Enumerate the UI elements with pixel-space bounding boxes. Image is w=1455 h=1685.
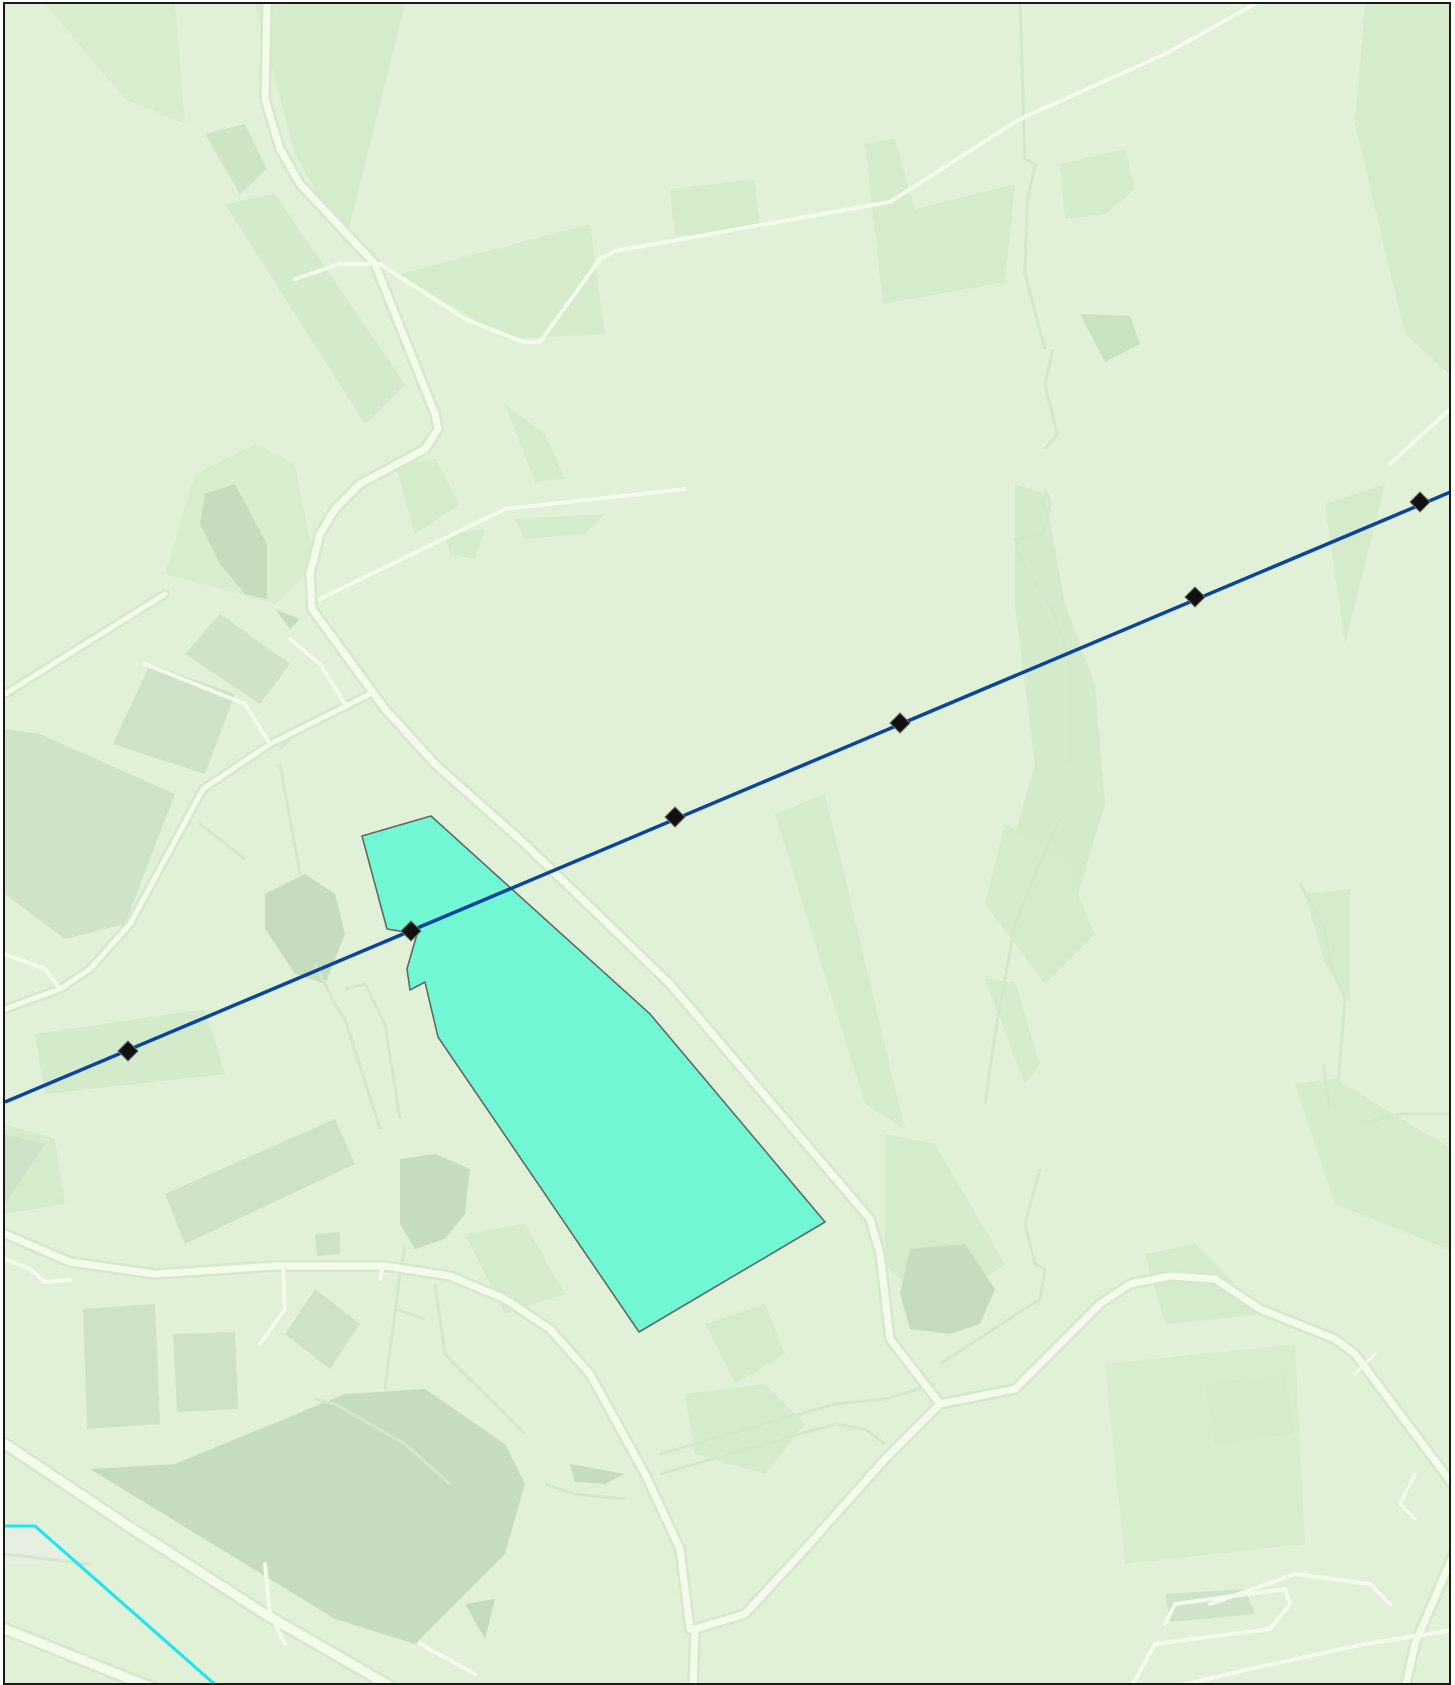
footpath: [1359, 1112, 1449, 1126]
building-block: [570, 1464, 625, 1484]
building-block: [5, 1134, 45, 1204]
vegetation-patch: [465, 1224, 565, 1314]
map-canvas[interactable]: [5, 4, 1451, 1685]
vegetation-patch: [865, 139, 1015, 304]
diamond-marker-icon[interactable]: [889, 712, 911, 734]
route-markers: [117, 491, 1431, 1062]
secondary-road: [1398, 1472, 1417, 1521]
secondary-road: [1208, 1572, 1392, 1606]
vegetation-patch: [1295, 1079, 1449, 1250]
secondary-road: [1388, 407, 1449, 466]
road: [5, 1230, 694, 1633]
footpaths-layer: [5, 4, 1449, 1566]
building-block: [200, 484, 267, 599]
road: [5, 691, 373, 1012]
secondary-road: [5, 952, 62, 991]
diamond-marker-icon[interactable]: [664, 806, 686, 828]
footpath: [659, 1422, 886, 1476]
footpath: [344, 982, 402, 1120]
vegetation-patch: [1355, 4, 1449, 374]
major-road: [5, 1439, 394, 1683]
building-block: [185, 614, 290, 704]
vegetation-patch: [205, 124, 267, 194]
vegetation-patch: [1205, 1374, 1295, 1444]
building-block: [5, 729, 175, 939]
vegetation-patch: [400, 224, 605, 339]
vegetation-patch: [775, 794, 905, 1129]
roads-layer: [5, 4, 1449, 1683]
major-road: [5, 1624, 153, 1683]
building-block: [285, 1289, 360, 1369]
secondary-road: [293, 4, 1257, 344]
footpath: [983, 818, 1062, 1105]
footpath: [199, 822, 246, 861]
vegetation-patch: [1080, 314, 1140, 362]
building-block: [465, 1599, 495, 1639]
building-block: [173, 1332, 238, 1412]
diamond-marker-icon[interactable]: [400, 920, 422, 942]
building-block: [400, 1154, 470, 1249]
vegetation-patch: [1325, 484, 1385, 644]
footpath: [394, 1307, 426, 1321]
vegetation-patch: [395, 459, 460, 534]
secondary-road: [378, 1264, 385, 1281]
secondary-road: [318, 487, 687, 601]
buildings-layer: [5, 484, 1255, 1644]
building-block: [165, 1119, 355, 1244]
road: [689, 1400, 944, 1683]
secondary-road: [263, 1562, 287, 1646]
diamond-marker-icon[interactable]: [117, 1040, 139, 1062]
road: [5, 591, 168, 697]
footpath: [1043, 348, 1059, 450]
building-block: [113, 664, 235, 774]
secondary-road: [1181, 1628, 1449, 1683]
footpath: [433, 1283, 527, 1436]
secondary-road: [143, 662, 272, 746]
footpath: [278, 763, 302, 875]
vegetation-patch: [1060, 149, 1135, 219]
main-road: [261, 4, 1449, 1486]
vegetation-patch: [225, 194, 405, 424]
route-line[interactable]: [5, 488, 1451, 1104]
vegetation-patch: [705, 1304, 785, 1384]
vegetation-patch: [985, 824, 1095, 984]
vegetation-patch: [515, 514, 605, 539]
secondary-road: [1353, 1352, 1377, 1376]
footpath: [313, 963, 382, 1130]
diamond-marker-icon[interactable]: [1409, 491, 1431, 513]
secondary-road: [288, 637, 347, 706]
building-block: [900, 1244, 995, 1334]
vegetation-patch: [995, 484, 1105, 904]
footpath: [1298, 883, 1347, 1085]
footpath: [939, 1168, 1047, 1366]
footpath: [314, 1397, 451, 1486]
vegetation-patch: [445, 529, 485, 559]
vegetation-patch: [670, 179, 760, 236]
footpath: [1321, 1063, 1332, 1110]
building-block: [205, 1449, 285, 1469]
footpath: [1013, 488, 1072, 764]
boundary-line: [5, 1524, 216, 1683]
diamond-marker-icon[interactable]: [1184, 586, 1206, 608]
building-block: [275, 609, 300, 629]
footpath: [544, 1482, 626, 1501]
footpath: [1018, 4, 1047, 350]
secondary-road: [1131, 1587, 1292, 1683]
building-block: [315, 1232, 340, 1256]
secondary-road: [258, 1264, 287, 1346]
vegetation-patch: [505, 404, 565, 482]
secondary-road: [418, 1642, 477, 1676]
map-view[interactable]: [3, 2, 1451, 1685]
footpath: [659, 1382, 936, 1456]
vegetation-patch: [45, 4, 185, 124]
vegetation-patch: [255, 4, 405, 244]
secondary-road: [5, 1257, 72, 1284]
road: [1402, 1555, 1449, 1683]
building-block: [265, 874, 345, 984]
building-block: [83, 1304, 160, 1429]
